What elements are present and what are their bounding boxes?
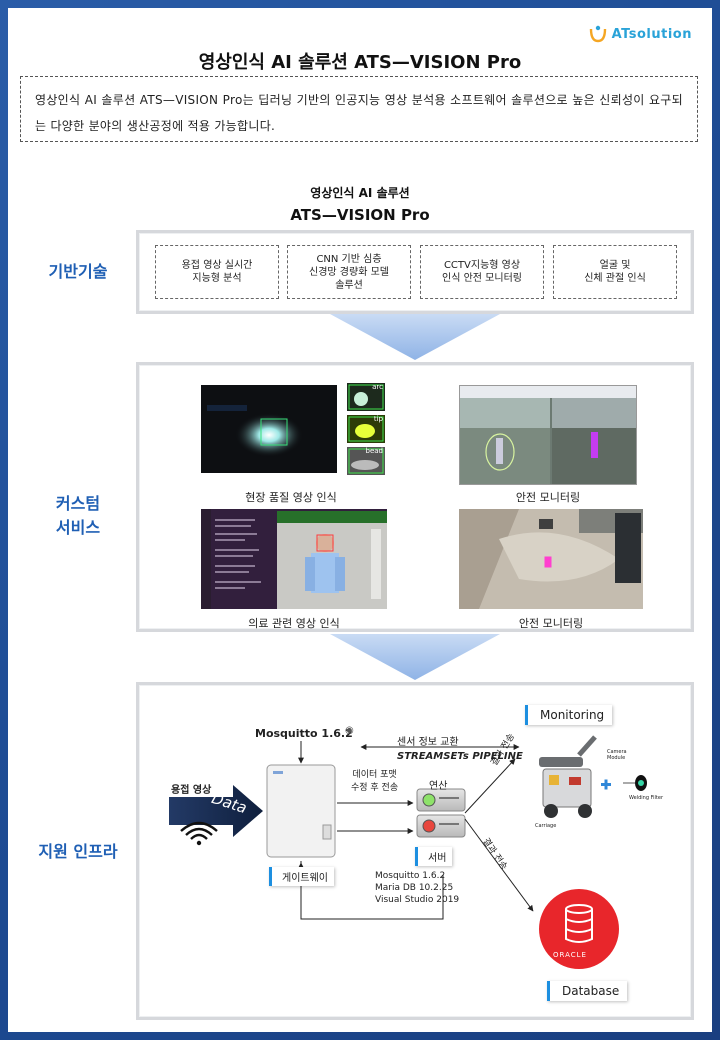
- mosquitto-icon: ◉: [345, 725, 354, 736]
- logo-mark-icon: [589, 25, 606, 43]
- company-logo: ATsolution: [587, 22, 692, 46]
- section-label-base-tech: 기반기술: [48, 262, 108, 281]
- software-mariadb: Maria DB 10.2.25: [375, 883, 454, 893]
- safety-monitoring-image-2: [459, 509, 643, 609]
- tech-item-cctv: CCTV지능형 영상 인식 안전 모니터링: [420, 245, 544, 299]
- intro-paragraph: 영상인식 AI 솔루션 ATS—VISION Pro는 딥러닝 기반의 인공지능…: [20, 76, 698, 142]
- tech-item-welding: 용접 영상 실시간 지능형 분석: [155, 245, 279, 299]
- monitoring-tag: Monitoring: [525, 705, 613, 725]
- tip-crop: tip: [347, 415, 385, 443]
- section-label-infra: 지원 인프라: [38, 842, 118, 861]
- service-caption-quality: 현장 품질 영상 인식: [245, 491, 337, 504]
- welding-image: [201, 385, 337, 473]
- carriage-label: Carriage: [535, 823, 557, 829]
- pipeline-label: STREAMSETs PIPELINE: [397, 751, 523, 762]
- tech-item-face: 얼굴 및 신체 관절 인식: [553, 245, 677, 299]
- mosquitto-top-label: Mosquitto 1.6.2: [255, 727, 353, 740]
- welding-illustration: [201, 385, 337, 473]
- data-format-label: 데이터 포맷 수정 후 전송: [351, 770, 399, 793]
- construction-illustration: [459, 509, 643, 609]
- service-caption-medical: 의료 관련 영상 인식: [248, 617, 340, 630]
- section-label-custom-service: 커스텀 서비스: [55, 494, 101, 537]
- tech-item-cnn: CNN 기반 심층 신경망 경량화 모델 솔루션: [287, 245, 411, 299]
- page-frame: ATsolution 영상인식 AI 솔루션 ATS—VISION Pro 영상…: [8, 8, 712, 1032]
- gateway-tag: 게이트웨이: [269, 867, 334, 886]
- software-vs: Visual Studio 2019: [375, 895, 460, 905]
- bead-crop: bead: [347, 447, 385, 475]
- camera-module-label: Camera Module: [607, 749, 627, 761]
- chevron-down-icon: [330, 314, 500, 360]
- oracle-label: ORACLE: [553, 951, 587, 959]
- solution-name: ATS—VISION Pro: [290, 206, 430, 224]
- welding-filter-label: Welding Filter: [629, 795, 663, 801]
- chevron-down-icon: [330, 634, 500, 680]
- safety-monitoring-image-1: [459, 385, 637, 485]
- service-caption-safety-1: 안전 모니터링: [515, 491, 581, 504]
- solution-subtitle: 영상인식 AI 솔루션: [310, 186, 410, 200]
- cctv-illustration: [460, 386, 636, 484]
- database-tag: Database: [547, 981, 628, 1001]
- welding-image-label: 용접 영상: [171, 785, 212, 796]
- logo-text: ATsolution: [611, 26, 692, 42]
- page-title: 영상인식 AI 솔루션 ATS—VISION Pro: [198, 52, 522, 73]
- medical-illustration: [201, 509, 387, 609]
- compute-label: 연산: [429, 781, 448, 792]
- medical-image: [201, 509, 387, 609]
- sensor-exchange-label: 센서 정보 교환: [397, 737, 459, 748]
- infra-diagram: [169, 735, 647, 969]
- infra-panel: Mosquitto 1.6.2 ◉ 센서 정보 교환 STREAMSETs PI…: [136, 682, 694, 1020]
- base-tech-panel: 용접 영상 실시간 지능형 분석 CNN 기반 심층 신경망 경량화 모델 솔루…: [136, 230, 694, 314]
- service-caption-safety-2: 안전 모니터링: [518, 617, 584, 630]
- custom-service-panel: arc tip bead 현장 품질 영상 인식 안전 모니터링: [136, 362, 694, 632]
- software-mosquitto: Mosquitto 1.6.2: [375, 871, 446, 881]
- server-tag: 서버: [415, 847, 453, 866]
- arc-crop: arc: [347, 383, 385, 411]
